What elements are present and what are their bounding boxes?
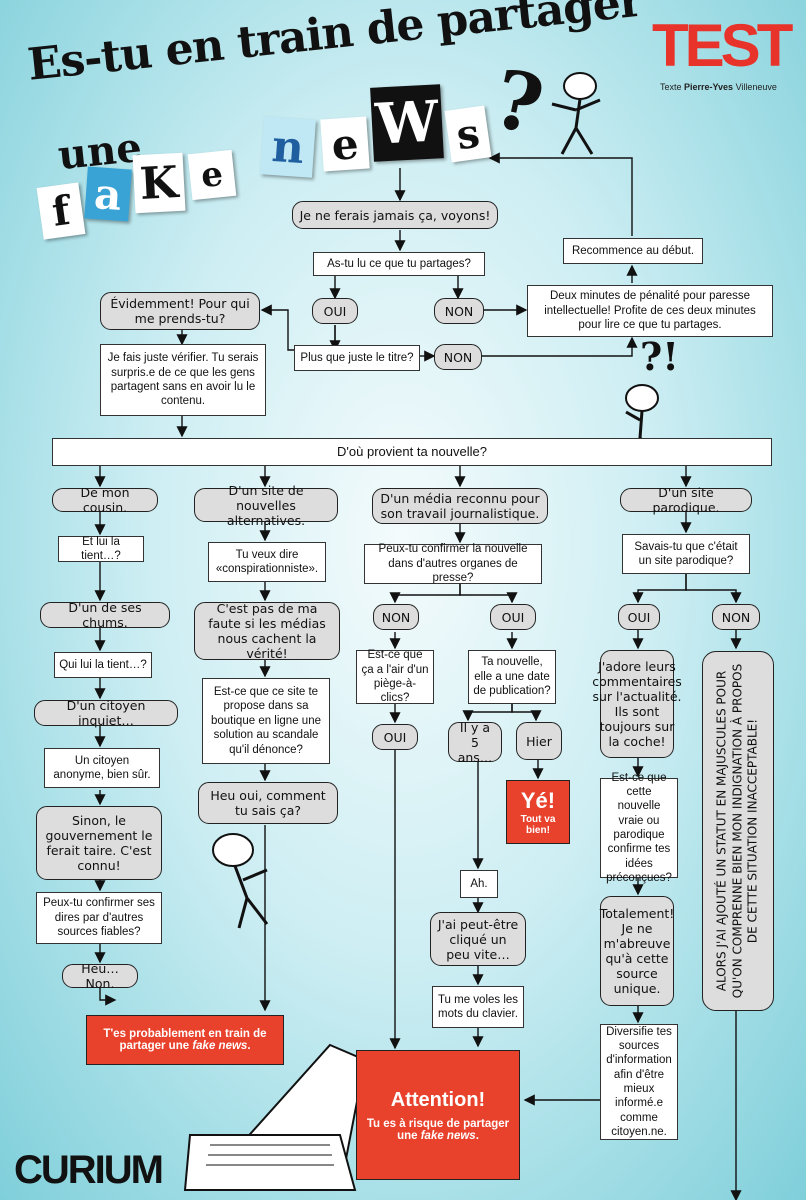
node-verifier: Je fais juste vérifier. Tu serais surpri… (100, 344, 266, 416)
cartoon-figure-icon (551, 72, 601, 155)
node-alternatives: D'un site de nouvelles alternatives. (194, 483, 338, 528)
node-non-2: NON (434, 344, 482, 370)
node-penalite: Deux minutes de pénalité pour paresse in… (527, 285, 773, 337)
waving-figure-icon (212, 833, 269, 929)
news-letter-s: s (444, 105, 492, 163)
thinking-figure-icon: ?! (622, 340, 679, 461)
node-fiables: Peux-tu confirmer ses dires par d'autres… (36, 892, 162, 944)
node-citoyen: D'un citoyen inquiet… (34, 698, 178, 728)
fake-letter-a: a (84, 166, 132, 222)
node-aslu: As-tu lu ce que tu partages? (313, 252, 485, 276)
node-evidemment: Évidemment! Pour qui me prends-tu? (100, 292, 260, 330)
node-oui-3: OUI (490, 604, 536, 630)
node-faute: C'est pas de ma faute si les médias nous… (194, 601, 340, 661)
node-oui-1: OUI (312, 298, 358, 324)
test-logo: TEST (652, 12, 793, 79)
node-clique: J'ai peut-être cliqué un peu vite… (430, 912, 526, 966)
node-non-5: NON (712, 604, 760, 630)
node-confirme: Est-ce que cette nouvelle vraie ou parod… (600, 772, 678, 884)
author-credit: Texte Pierre-Yves Villeneuve (660, 82, 777, 92)
node-tient-2: Qui lui la tient…? (54, 652, 152, 678)
laptop-icon (183, 1043, 367, 1191)
node-oui-4: OUI (372, 724, 418, 750)
node-diversifie: Diversifie tes sources d'information afi… (600, 1024, 678, 1140)
node-jamais: Je ne ferais jamais ça, voyons! (292, 201, 498, 229)
fake-letter-e: e (187, 149, 237, 201)
node-recommence: Recommence au début. (563, 238, 703, 264)
node-hier: Hier (516, 722, 562, 760)
fake-letter-f: f (36, 182, 86, 240)
node-datepub: Ta nouvelle, elle a une date de publicat… (468, 650, 556, 704)
news-letter-w: W (370, 84, 444, 162)
node-totalement: Totalement! Je ne m'abreuve qu'à cette s… (600, 896, 674, 1006)
node-heu: Heu… Non. (62, 961, 138, 991)
node-probable: T'es probablement en train de partager u… (86, 1015, 284, 1065)
node-ah: Ah. (460, 870, 498, 898)
node-chums: D'un de ses chums. (40, 600, 170, 630)
node-tient-1: Et lui la tient…? (58, 536, 144, 562)
fake-letter-k: K (132, 152, 186, 214)
svg-text:?!: ?! (640, 340, 679, 379)
node-heuoui: Heu oui, comment tu sais ça? (198, 782, 338, 824)
node-piege: Est-ce que ça a l'air d'un piège-à-clics… (356, 649, 434, 704)
node-organes: Peux-tu confirmer la nouvelle dans d'aut… (364, 543, 542, 584)
node-clavier: Tu me voles les mots du clavier. (432, 986, 524, 1028)
node-savais: Savais-tu que c'était un site parodique? (622, 534, 750, 574)
node-parodique: D'un site parodique. (620, 485, 752, 515)
node-boutique: Est-ce que ce site te propose dans sa bo… (202, 678, 330, 764)
curium-logo: CURIUM (14, 1148, 164, 1192)
node-non-1: NON (434, 298, 484, 324)
news-letter-n: n (260, 116, 316, 178)
node-attention: Attention! Tu es à risque de partager un… (356, 1050, 520, 1180)
node-cousin: De mon cousin. (52, 485, 158, 515)
node-media: D'un média reconnu pour son travail jour… (372, 488, 548, 524)
node-conspi: Tu veux dire «conspirationniste». (208, 542, 326, 582)
node-statut: ALORS J'AI AJOUTÉ UN STATUT EN MAJUSCULE… (702, 651, 774, 1011)
node-ye: Yé! Tout va bien! (506, 780, 570, 844)
node-provient: D'où provient ta nouvelle? (52, 438, 772, 466)
node-titre: Plus que juste le titre? (294, 345, 420, 371)
node-oui-5: OUI (618, 604, 660, 630)
node-non-3: NON (373, 604, 419, 630)
node-jadore: J'adore leurs commentaires sur l'actuali… (592, 650, 682, 758)
node-anonyme: Un citoyen anonyme, bien sûr. (44, 748, 160, 788)
node-ilya: Il y a 5 ans… (448, 720, 502, 765)
node-sinon: Sinon, le gouvernement le ferait taire. … (36, 806, 162, 880)
news-letter-e: e (320, 116, 370, 172)
